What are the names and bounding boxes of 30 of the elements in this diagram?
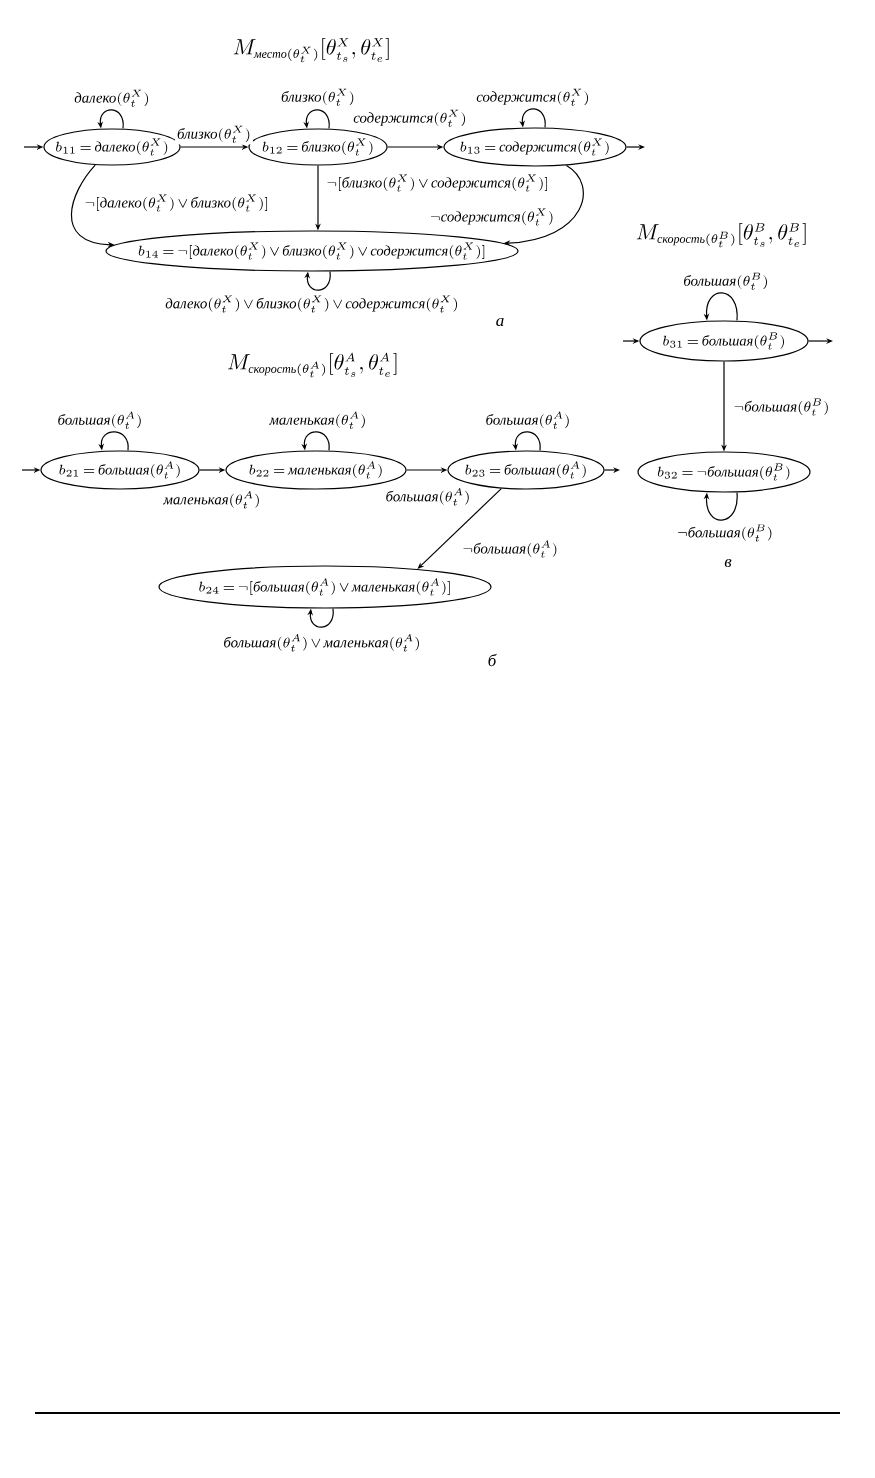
arrow <box>626 144 645 150</box>
heading: $M_{\text{скорость}(\theta_t^{A})}[\theta_{t_s}^{A},\theta_{t_e}^{A}]$ <box>227 352 397 378</box>
panel-letter: а <box>496 317 504 327</box>
arrow <box>808 338 833 344</box>
edge-label: $\text{близко}(\theta_t^{X})$ <box>175 123 253 145</box>
panel-letter: в <box>724 558 732 568</box>
edge-label: $\text{маленькая}(\theta_t^{A})$ <box>161 489 263 511</box>
edge-label: $\text{большая}(\theta_t^{A})$ <box>483 409 573 431</box>
edge-label: $\text{большая}(\theta_t^{A})\vee\text{маленькая}(\theta_t^{A})$ <box>221 632 423 654</box>
edge-label: $\neg\text{содержится}(\theta_t^{X})$ <box>427 206 557 228</box>
loop-arrow <box>307 608 334 628</box>
edge-label: $\text{большая}(\theta_t^{A})$ <box>55 409 145 431</box>
heading: $M_{\text{место}(\theta_t^{X})}[\theta_{t_s}^{X},\theta_{t_e}^{X}]$ <box>233 37 389 63</box>
edge-label: $\text{содержится}(\theta_t^{X})$ <box>351 107 469 129</box>
edge-label: $\text{содержится}(\theta_t^{X})$ <box>474 86 592 108</box>
edge-label: $\neg\text{большая}(\theta_t^{B})$ <box>674 522 776 544</box>
edge-label: $\text{далеко}(\theta_t^{X})\vee\text{близко}(\theta_t^{X})\vee\text{содержится}(\theta_t^{X})$ <box>163 293 461 315</box>
edge-label: $\neg\text{большая}(\theta_t^{B})$ <box>731 396 832 418</box>
loop-arrow <box>304 271 331 291</box>
edge-label: $\neg\text{большая}(\theta_t^{A})$ <box>460 538 560 560</box>
edge-label: $\text{маленькая}(\theta_t^{A})$ <box>267 409 369 431</box>
arrow <box>604 467 620 473</box>
edge-label: $\neg[\text{далеко}(\theta_t^{X})\vee\text{близко}(\theta_t^{X})]$ <box>82 192 271 214</box>
edge-label: $\text{далеко}(\theta_t^{X})$ <box>72 87 152 109</box>
edge-label: $\neg[\text{близко}(\theta_t^{X})\vee\text{содержится}(\theta_t^{X})]$ <box>324 172 551 194</box>
edge-label: $\text{большая}(\theta_t^{B})$ <box>681 270 771 292</box>
heading: $M_{\text{скорость}(\theta_t^{B})}[\theta_{t_s}^{B},\theta_{t_e}^{B}]$ <box>636 222 806 248</box>
loop-arrow <box>703 492 738 521</box>
edge-label: $\text{близко}(\theta_t^{X})$ <box>279 86 357 108</box>
panel-letter: б <box>488 653 497 667</box>
